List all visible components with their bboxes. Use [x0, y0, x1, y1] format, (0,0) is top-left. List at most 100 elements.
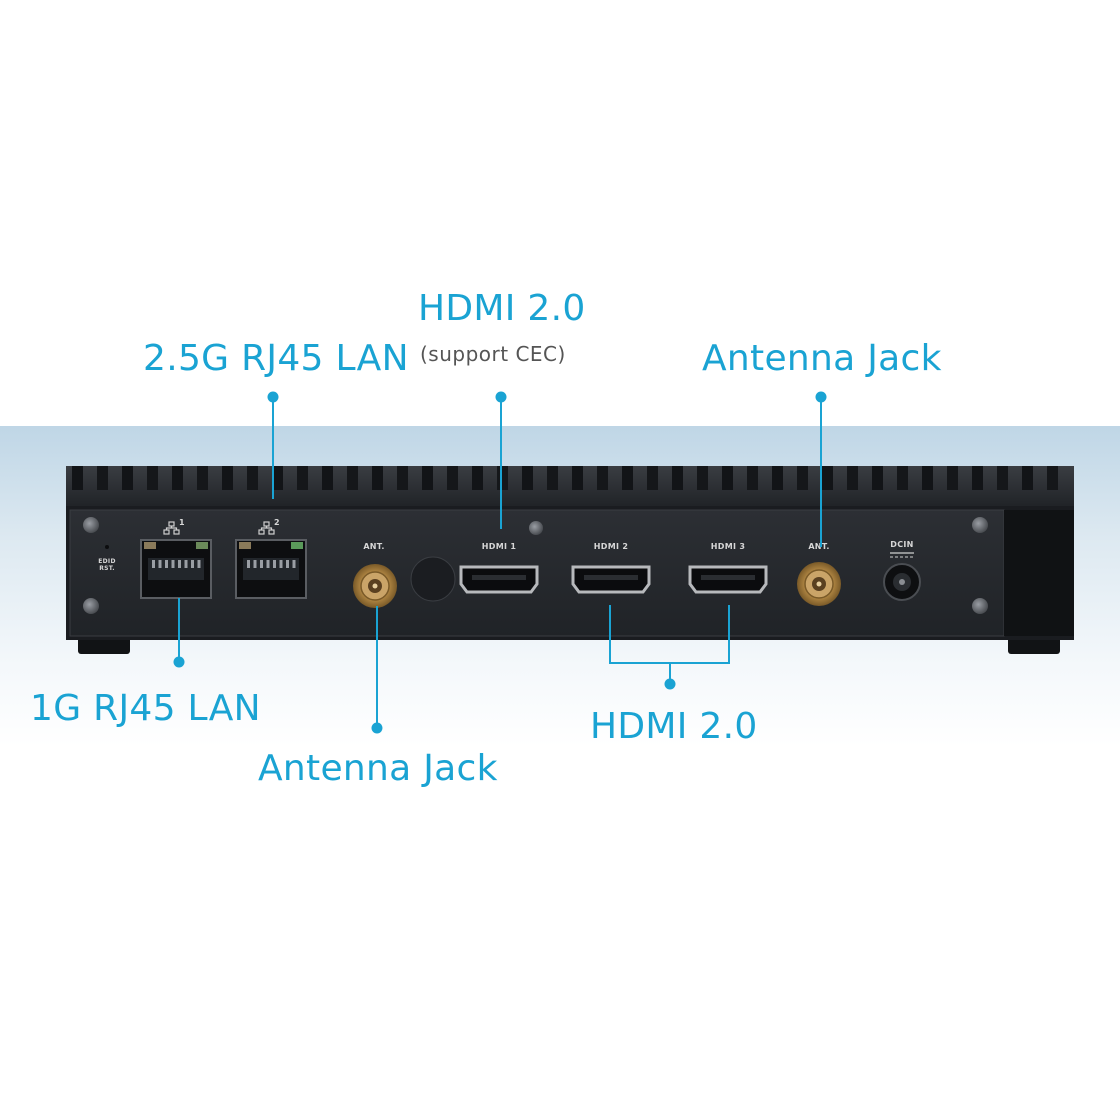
blank-plug — [410, 556, 456, 602]
rj45-pin — [171, 560, 175, 568]
network-icon-1 — [163, 521, 180, 535]
foot-left — [78, 636, 130, 654]
heatsink-slot — [872, 466, 883, 490]
leader-hdmi3 — [728, 605, 730, 663]
heatsink-slot — [997, 466, 1008, 490]
leader-dot-hdmi-top — [495, 391, 507, 403]
heatsink-slot — [572, 466, 583, 490]
callout-hdmi-top-sub: (support CEC) — [420, 342, 566, 366]
ant-right-label: ANT. — [808, 542, 830, 551]
heatsink-slot — [472, 466, 483, 490]
heatsink-slot — [622, 466, 633, 490]
antenna-jack-right-connector — [797, 562, 841, 606]
callout-hdmi-bottom: HDMI 2.0 — [590, 706, 758, 747]
heatsink-slot — [372, 466, 383, 490]
callout-antenna-left: Antenna Jack — [258, 748, 498, 789]
heatsink-slot — [947, 466, 958, 490]
leader-antenna-left — [376, 606, 378, 728]
heatsink-slot — [647, 466, 658, 490]
side-bracket — [1004, 510, 1074, 636]
heatsink-slot — [547, 466, 558, 490]
rj45-pin — [253, 560, 257, 568]
rj45-pin — [286, 560, 289, 568]
heatsink-slot — [397, 466, 408, 490]
leader-dot-antenna-right — [815, 391, 827, 403]
heatsink-slot — [297, 466, 308, 490]
heatsink-slot — [972, 466, 983, 490]
heatsink-slot — [447, 466, 458, 490]
heatsink-slot — [522, 466, 533, 490]
heatsink-slot — [1047, 466, 1058, 490]
heatsink-slot — [922, 466, 933, 490]
rj45-pin — [178, 560, 181, 568]
heatsink-slot — [497, 466, 508, 490]
heatsink-slot — [797, 466, 808, 490]
leader-hdmi-bottom — [669, 662, 671, 684]
edid-reset-hole — [105, 545, 109, 549]
callout-lan-1g: 1G RJ45 LAN — [30, 688, 261, 729]
rj45-pin — [158, 560, 162, 568]
heatsink-slot — [172, 466, 183, 490]
rj45-pin — [247, 560, 250, 568]
leader-dot-hdmi-bottom — [664, 678, 676, 690]
leader-dot-antenna-left — [371, 722, 383, 734]
hdmi-port-2-connector — [571, 565, 651, 594]
heatsink-fins — [72, 466, 1058, 490]
screw-bottom-right — [972, 598, 988, 614]
heatsink-slot — [147, 466, 158, 490]
edid-rst-label: EDID RST. — [96, 558, 118, 572]
heatsink-slot — [847, 466, 858, 490]
heatsink-slot — [822, 466, 833, 490]
screw-center — [529, 521, 543, 535]
device-illustration — [66, 466, 1074, 654]
foot-right — [1008, 636, 1060, 654]
leader-antenna-right — [820, 397, 822, 547]
leader-hdmi-top — [500, 397, 502, 529]
lan2-number: 2 — [274, 518, 280, 527]
hdmi-port-3-connector — [688, 565, 768, 594]
rj45-pin — [279, 560, 283, 568]
leader-hdmi2 — [609, 605, 611, 663]
leader-dot-lan-2-5g — [267, 391, 279, 403]
screw-bottom-left — [83, 598, 99, 614]
heatsink-slot — [122, 466, 133, 490]
rj45-pin — [292, 560, 296, 568]
heatsink-slot — [772, 466, 783, 490]
ant-left-label: ANT. — [363, 542, 385, 551]
lan-port-2 — [235, 539, 307, 599]
heatsink-slot — [247, 466, 258, 490]
heatsink-slot — [722, 466, 733, 490]
heatsink-slot — [597, 466, 608, 490]
hdmi3-label: HDMI 3 — [710, 542, 746, 551]
screw-top-right — [972, 517, 988, 533]
callout-antenna-right: Antenna Jack — [702, 338, 942, 379]
rj45-pin — [165, 560, 168, 568]
rj45-pin — [197, 560, 201, 568]
heatsink-slot — [72, 466, 83, 490]
leader-lan-2-5g — [272, 397, 274, 499]
heatsink-slot — [697, 466, 708, 490]
lan1-number: 1 — [179, 518, 185, 527]
rj45-pin — [266, 560, 270, 568]
network-icon-2 — [258, 521, 275, 535]
heatsink-slot — [272, 466, 283, 490]
edid-label-line2: RST. — [99, 565, 115, 572]
heatsink-slot — [1022, 466, 1033, 490]
heatsink-slot — [422, 466, 433, 490]
screw-top-left — [83, 517, 99, 533]
rj45-pin — [273, 560, 276, 568]
rj45-pin — [191, 560, 194, 568]
heatsink-slot — [747, 466, 758, 490]
hdmi1-label: HDMI 1 — [481, 542, 517, 551]
heatsink-slot — [347, 466, 358, 490]
leader-lan-1g — [178, 598, 180, 662]
rj45-pin — [152, 560, 155, 568]
heatsink-slot — [322, 466, 333, 490]
rj45-pin — [260, 560, 263, 568]
hdmi2-label: HDMI 2 — [593, 542, 629, 551]
heatsink-slot — [222, 466, 233, 490]
callout-lan-2-5g: 2.5G RJ45 LAN — [143, 338, 409, 379]
dc-in-jack — [883, 552, 921, 601]
heatsink-slot — [897, 466, 908, 490]
antenna-jack-left-connector — [353, 564, 397, 608]
